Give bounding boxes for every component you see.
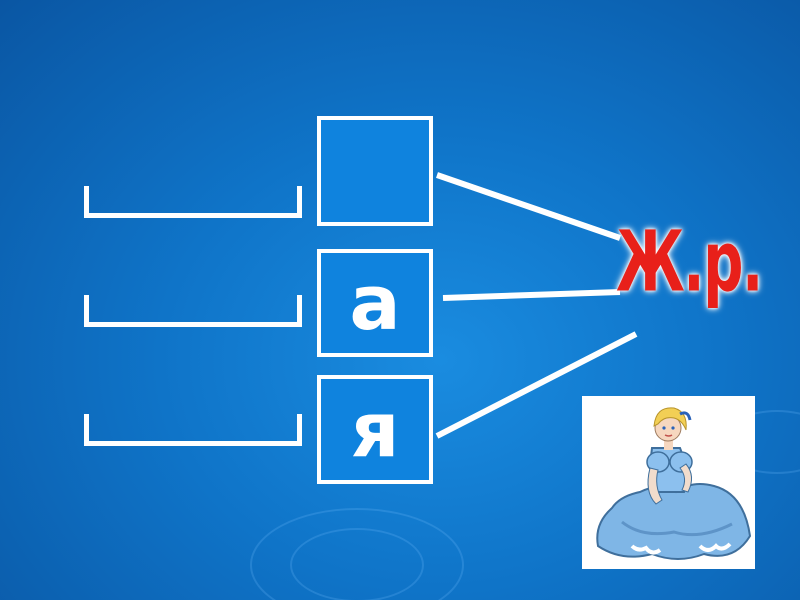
- answer-blank-3: [84, 414, 302, 446]
- ending-box-empty: [317, 116, 433, 226]
- ripple-decoration: [290, 528, 424, 600]
- ending-box-ya: я: [317, 375, 433, 484]
- feminine-gender-label: Ж.р.: [616, 214, 763, 312]
- answer-blank-1: [84, 186, 302, 218]
- connector-line-top: [436, 172, 621, 241]
- princess-picture: [582, 396, 755, 569]
- ending-box-a: а: [317, 249, 433, 357]
- answer-blank-2: [84, 295, 302, 327]
- princess-in-blue-gown-icon: [596, 407, 752, 560]
- connector-line-bottom: [435, 331, 638, 439]
- connector-line-middle: [442, 289, 621, 301]
